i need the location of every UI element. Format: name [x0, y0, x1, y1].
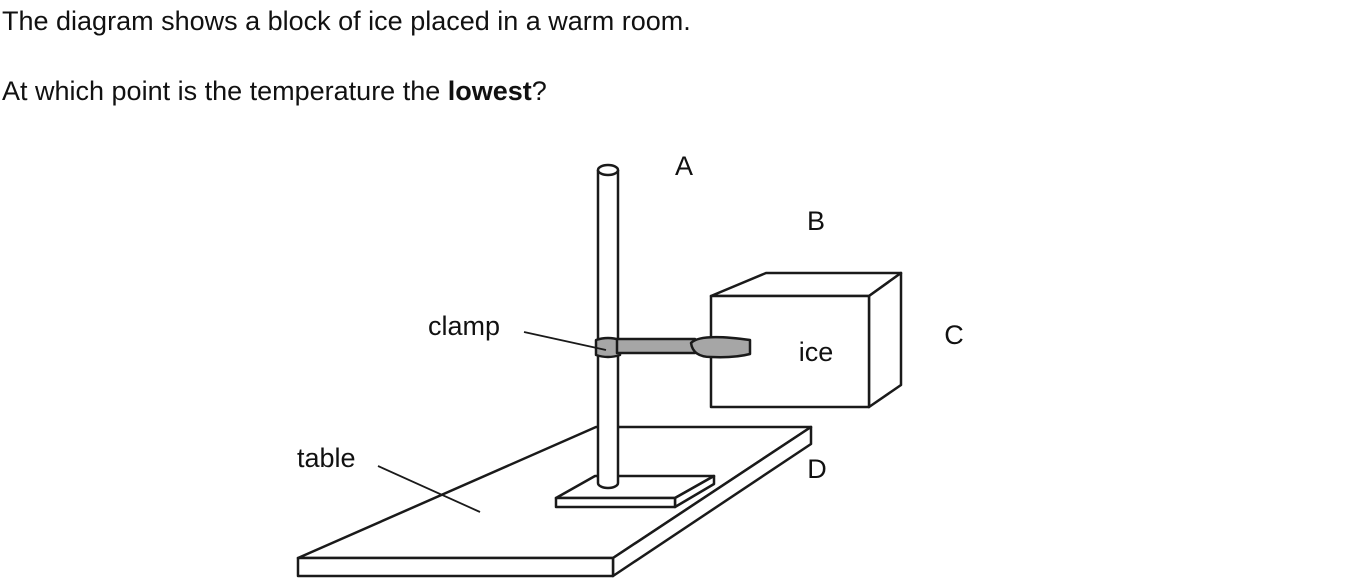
question-prompt-emphasis: lowest — [447, 76, 532, 106]
table-front-edge — [296, 556, 615, 578]
ice-label: ice — [799, 337, 834, 367]
question-prompt-end: ? — [531, 76, 547, 106]
clamp — [594, 335, 752, 359]
question-prompt: At which point is the temperature the lo… — [2, 75, 547, 107]
point-a-label: A — [675, 151, 693, 181]
clamp-ring — [594, 336, 622, 359]
clamp-label: clamp — [428, 311, 500, 341]
table — [296, 425, 813, 578]
point-d-label: D — [807, 454, 827, 484]
point-c-label: C — [944, 320, 964, 350]
clamp-arm — [615, 337, 697, 355]
question-intro-text: The diagram shows a block of ice placed … — [2, 6, 691, 36]
stand-base — [554, 474, 716, 509]
clamp-leader-line — [523, 331, 607, 351]
stand-base-front — [554, 496, 677, 509]
ice-block-side — [867, 271, 903, 409]
question-intro: The diagram shows a block of ice placed … — [2, 5, 691, 37]
ice-block — [709, 271, 903, 409]
point-b-label: B — [807, 206, 825, 236]
table-leader-line — [377, 465, 481, 513]
clamp-jaw — [689, 335, 752, 359]
table-label: table — [297, 443, 356, 473]
retort-rod — [596, 163, 620, 490]
question-prompt-text: At which point is the temperature the — [2, 76, 448, 106]
